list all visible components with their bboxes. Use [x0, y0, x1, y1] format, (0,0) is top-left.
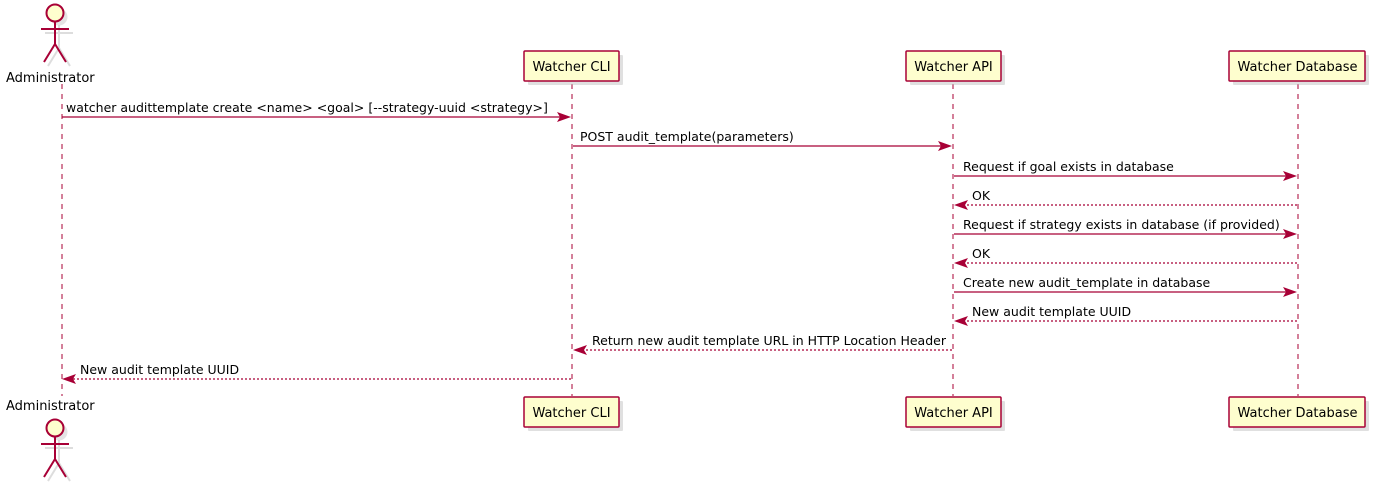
- arrow-head-icon: [1283, 287, 1297, 297]
- participant-box[interactable]: [523, 396, 620, 428]
- arrow-head-icon: [938, 141, 952, 151]
- message-7: Create new audit_template in database: [954, 275, 1297, 297]
- message-label: New audit template UUID: [80, 362, 239, 377]
- message-label: Return new audit template URL in HTTP Lo…: [592, 333, 947, 348]
- message-5: Request if strategy exists in database (…: [954, 217, 1297, 239]
- participant-watcher-database-top[interactable]: Watcher Database: [1228, 50, 1369, 85]
- participant-box[interactable]: [1228, 396, 1366, 428]
- participant-label: Watcher API: [914, 406, 993, 421]
- arrow-head-icon: [573, 345, 587, 355]
- participant-box[interactable]: [523, 50, 620, 82]
- participant-label: Watcher Database: [1238, 60, 1358, 75]
- message-1: watcher audittemplate create <name> <goa…: [62, 100, 571, 122]
- actor-administrator-top: [41, 3, 73, 67]
- participant-watcher-api-top[interactable]: Watcher API: [905, 50, 1005, 85]
- arrow-head-icon: [954, 200, 968, 210]
- message-2: POST audit_template(parameters): [573, 129, 952, 151]
- lifelines: [61, 84, 1299, 396]
- participant-watcher-api-bottom[interactable]: Watcher API: [905, 396, 1005, 431]
- arrow-head-icon: [954, 316, 968, 326]
- participant-watcher-cli-bottom[interactable]: Watcher CLI: [523, 396, 623, 431]
- participant-label: Watcher API: [914, 60, 993, 75]
- message-label: OK: [972, 188, 991, 203]
- arrow-head-icon: [954, 258, 968, 268]
- message-label: POST audit_template(parameters): [580, 129, 794, 144]
- message-label: Create new audit_template in database: [963, 275, 1210, 290]
- participant-label: Watcher CLI: [532, 60, 610, 75]
- participant-box[interactable]: [1228, 50, 1366, 82]
- actor-administrator-bottom: [41, 418, 73, 482]
- message-4: OK: [954, 188, 1297, 210]
- actor-body-icon: [41, 436, 69, 478]
- message-3: Request if goal exists in database: [954, 159, 1297, 181]
- message-label: Request if goal exists in database: [963, 159, 1174, 174]
- actor-label-administrator-top: Administrator: [6, 71, 95, 86]
- participant-watcher-database-bottom[interactable]: Watcher Database: [1228, 396, 1369, 431]
- message-10: New audit template UUID: [62, 362, 571, 384]
- message-8: New audit template UUID: [954, 304, 1297, 326]
- message-9: Return new audit template URL in HTTP Lo…: [573, 333, 952, 355]
- message-label: watcher audittemplate create <name> <goa…: [66, 100, 548, 115]
- participant-box[interactable]: [905, 396, 1002, 428]
- actor-head-icon: [45, 3, 65, 23]
- actor-head-icon: [45, 418, 65, 438]
- arrow-head-icon: [1283, 171, 1297, 181]
- actor-label-administrator-bottom: Administrator: [6, 399, 95, 414]
- arrow-head-icon: [557, 112, 571, 122]
- participant-label: Watcher CLI: [532, 406, 610, 421]
- message-6: OK: [954, 246, 1297, 268]
- message-label: New audit template UUID: [972, 304, 1131, 319]
- arrow-head-icon: [1283, 229, 1297, 239]
- actor-body-icon: [41, 21, 69, 63]
- message-label: Request if strategy exists in database (…: [963, 217, 1280, 232]
- participant-box[interactable]: [905, 50, 1002, 82]
- message-label: OK: [972, 246, 991, 261]
- arrow-head-icon: [62, 374, 76, 384]
- participant-label: Watcher Database: [1238, 406, 1358, 421]
- participant-watcher-cli-top[interactable]: Watcher CLI: [523, 50, 623, 85]
